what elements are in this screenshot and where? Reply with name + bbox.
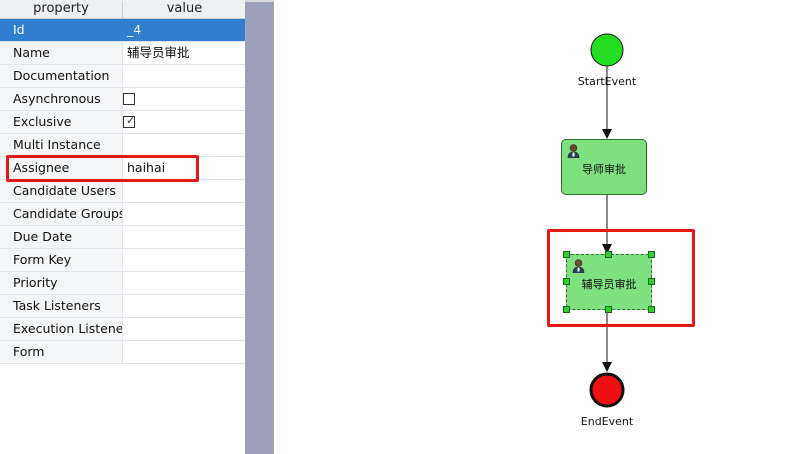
property-value[interactable]: [122, 88, 245, 110]
property-value[interactable]: [122, 203, 245, 225]
property-key: Documentation: [0, 65, 122, 87]
property-key: Name: [0, 42, 122, 64]
checkmark-icon: ✓: [126, 114, 136, 127]
property-key: Form Key: [0, 249, 122, 271]
task1-label: 导师审批: [582, 163, 626, 176]
property-key: Id: [0, 19, 122, 41]
property-key: Multi Instance: [0, 134, 122, 156]
resize-handle-e[interactable]: [648, 278, 655, 285]
property-value[interactable]: ✓: [122, 111, 245, 133]
property-row-candidate-users[interactable]: Candidate Users: [0, 180, 245, 203]
resize-handle-se[interactable]: [648, 306, 655, 313]
resize-handle-w[interactable]: [563, 278, 570, 285]
resize-handle-n[interactable]: [605, 251, 612, 258]
start-event-label: StartEvent: [577, 75, 637, 88]
user-task-icon: [567, 144, 580, 158]
property-value[interactable]: [122, 272, 245, 294]
property-row-id[interactable]: Id _4: [0, 19, 245, 42]
property-value[interactable]: [122, 318, 245, 340]
property-value[interactable]: [122, 341, 245, 363]
property-key: Asynchronous: [0, 88, 122, 110]
property-value[interactable]: [122, 134, 245, 156]
property-key: Form: [0, 341, 122, 363]
property-key: Candidate Groups: [0, 203, 122, 225]
property-row-documentation[interactable]: Documentation: [0, 65, 245, 88]
property-row-exclusive[interactable]: Exclusive ✓: [0, 111, 245, 134]
end-event-label: EndEvent: [580, 415, 634, 428]
properties-panel: property value Id _4 Name 辅导员审批 Document…: [0, 0, 245, 454]
property-value[interactable]: 辅导员审批: [122, 42, 245, 64]
property-row-task-listeners[interactable]: Task Listeners: [0, 295, 245, 318]
selected-task-highlight-box: [547, 229, 695, 327]
property-key: Exclusive: [0, 111, 122, 133]
property-row-form-key[interactable]: Form Key: [0, 249, 245, 272]
resize-handle-sw[interactable]: [563, 306, 570, 313]
task-advisor-approval[interactable]: 导师审批: [561, 139, 647, 195]
property-row-candidate-groups[interactable]: Candidate Groups: [0, 203, 245, 226]
property-row-form[interactable]: Form: [0, 341, 245, 364]
property-column-header: property: [33, 1, 89, 16]
property-key: Due Date: [0, 226, 122, 248]
resize-handle-ne[interactable]: [648, 251, 655, 258]
property-key: Execution Listeners: [0, 318, 122, 340]
property-row-due-date[interactable]: Due Date: [0, 226, 245, 249]
resize-handle-nw[interactable]: [563, 251, 570, 258]
property-row-execution-listeners[interactable]: Execution Listeners: [0, 318, 245, 341]
resize-handle-s[interactable]: [605, 306, 612, 313]
property-row-name[interactable]: Name 辅导员审批: [0, 42, 245, 65]
property-value[interactable]: [122, 249, 245, 271]
diagram-canvas[interactable]: [274, 0, 804, 454]
property-value[interactable]: [122, 295, 245, 317]
property-value[interactable]: haihai: [122, 157, 245, 179]
panel-divider[interactable]: [245, 0, 274, 454]
property-row-asynchronous[interactable]: Asynchronous: [0, 88, 245, 111]
end-event-circle: [589, 372, 625, 408]
property-value[interactable]: [122, 180, 245, 202]
asynchronous-checkbox[interactable]: [123, 93, 135, 105]
property-row-priority[interactable]: Priority: [0, 272, 245, 295]
task2-label: 辅导员审批: [581, 278, 637, 291]
value-column-header: value: [122, 1, 246, 19]
user-task-icon: [572, 259, 585, 273]
property-key: Assignee: [0, 157, 122, 179]
exclusive-checkbox[interactable]: ✓: [123, 114, 136, 128]
start-event-circle: [590, 33, 624, 67]
properties-header: property value: [0, 0, 245, 19]
property-value[interactable]: _4: [122, 19, 245, 41]
property-key: Task Listeners: [0, 295, 122, 317]
assignee-highlight-box: [6, 155, 199, 182]
property-value[interactable]: [122, 65, 245, 87]
property-value[interactable]: [122, 226, 245, 248]
task-counselor-approval[interactable]: 辅导员审批: [566, 254, 652, 310]
property-key: Priority: [0, 272, 122, 294]
property-key: Candidate Users: [0, 180, 122, 202]
